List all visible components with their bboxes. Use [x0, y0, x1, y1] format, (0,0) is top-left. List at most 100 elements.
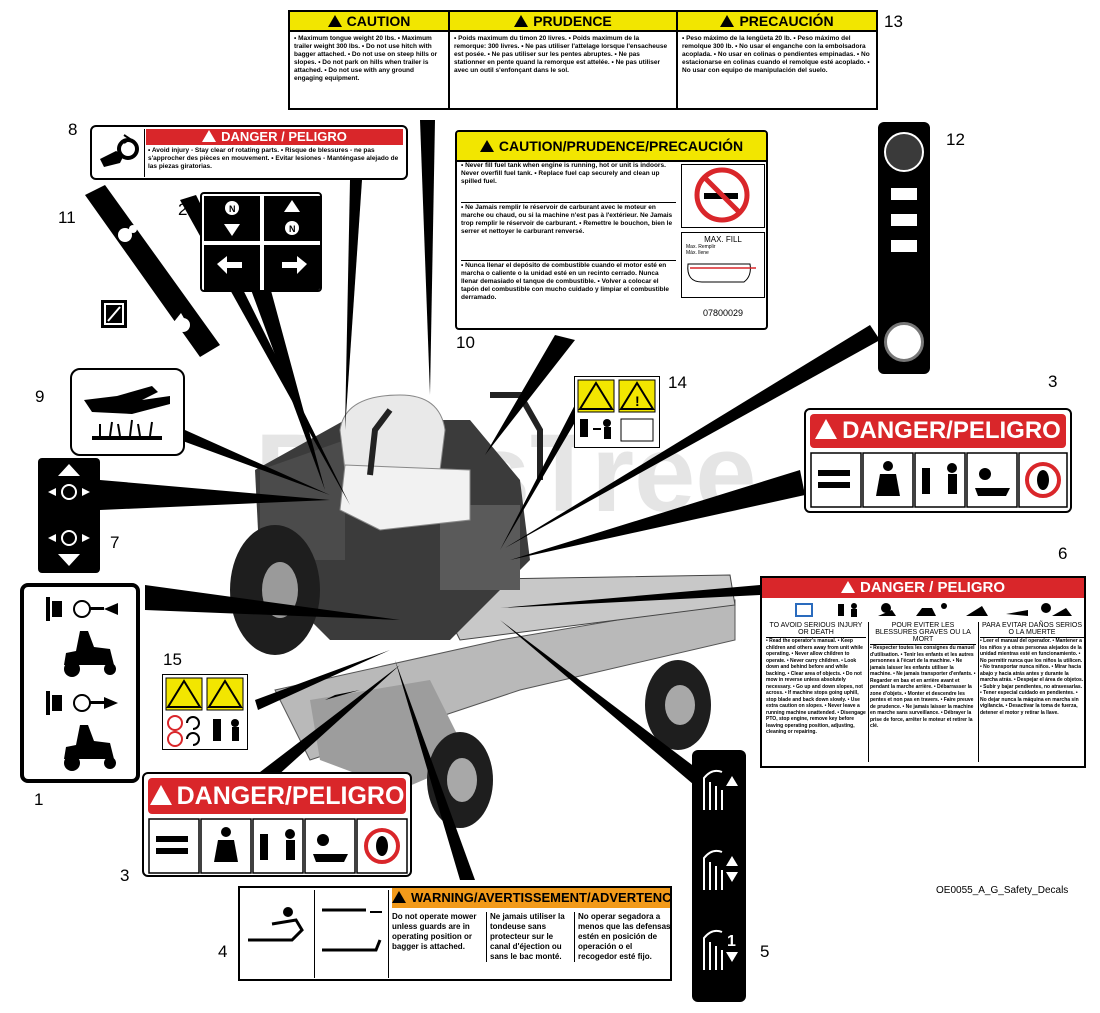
- decal-13-col-2: PRUDENCE • Poids maximum du timon 20 liv…: [450, 12, 678, 108]
- pto-engage-icons: [46, 597, 118, 771]
- front-wheel-right-hub: [665, 685, 695, 725]
- decal-6-col-3-text: • Leer el manual del operador. • Mantene…: [980, 638, 1084, 716]
- front-wheel-left-hub: [447, 758, 477, 802]
- lap-bar-left: [367, 408, 393, 476]
- decal-6-col-divider-1: [868, 622, 869, 762]
- svg-text:N: N: [289, 224, 296, 234]
- lap-bar-right: [490, 392, 543, 480]
- decal-6-col-3-title: PARA EVITAR DAÑOS SERIOS O LA MUERTE: [980, 622, 1084, 638]
- decal-13-col-3-header: PRECAUCIÓN: [678, 12, 876, 32]
- warning-triangle-icon: [392, 891, 406, 903]
- decal-4-text-fr: Ne jamais utiliser la tondeuse sans prot…: [486, 912, 574, 962]
- decal-13-col-1-text: • Maximum tongue weight 20 lbs. • Maximu…: [294, 35, 438, 82]
- decal-3-top-title: DANGER/PELIGRO: [842, 417, 1061, 444]
- decal-6-danger-large: DANGER / PELIGRO TO AVOID SERIOUS INJURY…: [760, 576, 1086, 768]
- callout-15: 15: [163, 650, 182, 669]
- callout-9: 9: [35, 387, 45, 406]
- callout-14: 14: [668, 373, 687, 392]
- warning-triangle-icon: [514, 15, 529, 27]
- max-fill-box: MAX. FILL Max. Remplir Máx. llene: [681, 232, 765, 298]
- leader-lines: [100, 120, 880, 880]
- decal-10-text-en: • Never fill fuel tank when engine is ru…: [461, 162, 676, 203]
- decal-4-icon-chute: [316, 890, 389, 978]
- decal-13-hitch-caution: CAUTION • Maximum tongue weight 20 lbs. …: [288, 10, 878, 110]
- decal-6-col-2-title: POUR EVITER LES BLESSURES GRAVES OU LA M…: [870, 622, 976, 645]
- svg-text:1: 1: [727, 933, 736, 950]
- decal-1-pto: 11614-259: [20, 583, 140, 783]
- warning-triangle-icon: [149, 785, 172, 805]
- decal-12-bar-3: [891, 240, 917, 252]
- callout-11: 11: [58, 208, 76, 227]
- callout-10: 10: [456, 333, 475, 352]
- decal-10-fuel-caution: CAUTION/PRUDENCE/PRECAUCIÓN • Never fill…: [455, 130, 768, 330]
- decal-10-text-es: • Nunca llenar el depósito de combustibl…: [461, 262, 670, 301]
- decal-3-bottom-icons: [148, 818, 408, 874]
- decal-12-bottom-circle-icon: [884, 322, 924, 362]
- callout-3b: 3: [120, 866, 130, 885]
- warning-triangle-icon: [202, 130, 217, 142]
- fuel-tank-icon: [687, 263, 756, 283]
- callout-13: 13: [884, 12, 903, 31]
- cutting-height-icons: [703, 769, 723, 970]
- grass-blades-icon: [99, 419, 153, 437]
- svg-text:!: !: [635, 393, 640, 409]
- decal-2-control-directions: N N: [200, 192, 322, 292]
- decal-7-lift-strip: [38, 458, 100, 573]
- decal-4-header: WARNING/AVERTISSEMENT/ADVERTENCIA: [392, 888, 670, 908]
- decal-5-height-strip: 1: [692, 750, 746, 1002]
- decal-3-danger-top: DANGER/PELIGRO: [804, 408, 1072, 513]
- decal-13-col-1-title: CAUTION: [346, 13, 411, 29]
- decal-4-title: WARNING/AVERTISSEMENT/ADVERTENCIA: [411, 890, 672, 905]
- decal-12-bar-1: [891, 188, 917, 200]
- seat-back: [339, 394, 446, 471]
- hand-icon: [84, 386, 170, 414]
- decal-3-bottom-header: DANGER/PELIGRO: [148, 778, 406, 814]
- parking-brake-icon: [101, 300, 127, 328]
- decal-3-top-icons: [810, 452, 1068, 508]
- svg-text:N: N: [229, 204, 236, 214]
- decal-13-col-2-header: PRUDENCE: [450, 12, 676, 32]
- callout-6: 6: [1058, 544, 1068, 563]
- decal-6-col-2-text: • Respecter toutes les consignes du manu…: [870, 645, 976, 729]
- callout-4: 4: [218, 942, 228, 961]
- decal-14: !: [574, 376, 660, 448]
- decal-13-col-3-title: PRECAUCIÓN: [739, 13, 834, 29]
- max-fill-label-es: Máx. llene: [686, 250, 709, 256]
- decal-13-col-2-title: PRUDENCE: [533, 13, 612, 29]
- decal-8-text: • Avoid injury - Stay clear of rotating …: [148, 147, 399, 170]
- callout-5: 5: [760, 942, 770, 961]
- decal-6-header: DANGER / PELIGRO: [762, 578, 1084, 598]
- decal-3-top-header: DANGER/PELIGRO: [810, 414, 1066, 448]
- callout-8: 8: [68, 120, 78, 139]
- decal-6-col-3: PARA EVITAR DAÑOS SERIOS O LA MUERTE • L…: [980, 622, 1084, 716]
- decal-8-rotating-parts: DANGER / PELIGRO • Avoid injury - Stay c…: [90, 125, 408, 180]
- direction-arrow-icons: [217, 200, 307, 274]
- decal-13-col-1: CAUTION • Maximum tongue weight 20 lbs. …: [290, 12, 450, 108]
- decal-13-col-3: PRECAUCIÓN • Peso máximo de la lengüeta …: [678, 12, 876, 108]
- max-fill-label: MAX. FILL: [704, 235, 742, 244]
- decal-13-col-3-text: • Peso máximo de la lengüeta 20 lb. • Pe…: [682, 35, 870, 74]
- decal-13-col-2-text: • Poids maximum du timon 20 livres. • Po…: [454, 35, 668, 74]
- hand-rotating-parts-icon: [94, 129, 145, 177]
- warning-triangle-icon: [327, 15, 342, 27]
- warning-triangle-icon: [815, 419, 838, 439]
- callout-3a: 3: [1048, 372, 1058, 391]
- decal-12-vertical-strip: [878, 122, 930, 374]
- decal-4-icon-discharge: [242, 890, 315, 978]
- decal-6-icon-row: [795, 603, 1072, 617]
- decal-12-top-circle-icon: [884, 132, 924, 172]
- decal-4-text-en: Do not operate mower unless guards are i…: [392, 912, 477, 951]
- figure-code: OE0055_A_G_Safety_Decals: [936, 885, 1069, 896]
- decal-6-col-1-title: TO AVOID SERIOUS INJURY OR DEATH: [766, 622, 866, 638]
- max-fill-label-fr: Max. Remplir: [686, 244, 716, 250]
- decal-6-title: DANGER / PELIGRO: [859, 579, 1005, 596]
- decal-6-col-divider-2: [978, 622, 979, 762]
- callout-12: 12: [946, 130, 965, 149]
- turtle-rabbit-icons: [118, 225, 190, 332]
- decal-9-hand-blade: [70, 368, 185, 456]
- decal-10-part-number: 07800029: [702, 308, 744, 318]
- decal-3-bottom-title: DANGER/PELIGRO: [176, 782, 405, 810]
- decal-8-title: DANGER / PELIGRO: [221, 129, 347, 144]
- decal-10-text-fr: • Ne Jamais remplir le réservoir de carb…: [461, 204, 676, 261]
